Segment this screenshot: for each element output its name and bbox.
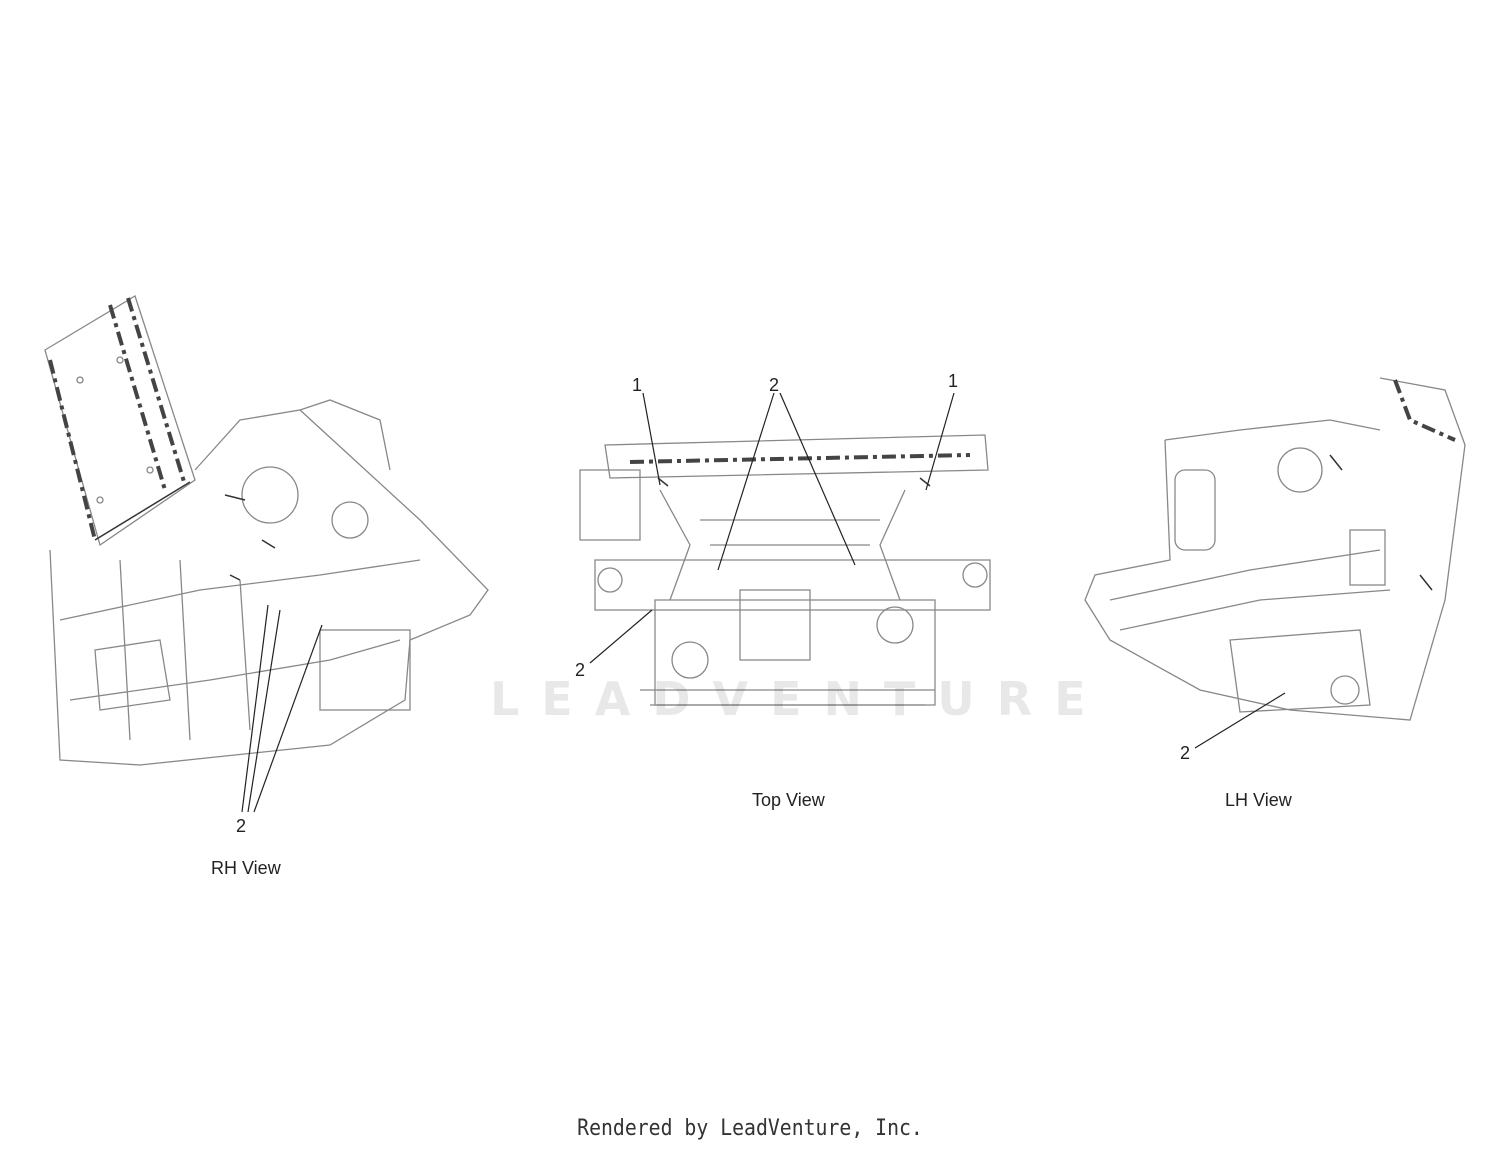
lh-view-title: LH View xyxy=(1225,790,1292,810)
rh-callout-2: 2 xyxy=(236,816,247,836)
top-callout-2-upper: 2 xyxy=(769,375,780,395)
footer-credit: Rendered by LeadVenture, Inc. xyxy=(577,1116,923,1141)
leader-lines xyxy=(241,392,1286,813)
top-callout-2-lower: 2 xyxy=(575,660,586,680)
rh-view-title: RH View xyxy=(211,858,281,878)
top-callout-1-right: 1 xyxy=(948,371,959,391)
lh-view-drawing xyxy=(1084,377,1466,721)
top-callout-1-left: 1 xyxy=(632,375,643,395)
watermark: LEADVENTURE xyxy=(490,672,1108,726)
top-view-drawing xyxy=(579,434,991,706)
lh-callout-2: 2 xyxy=(1180,743,1191,763)
top-view-title: Top View xyxy=(752,790,825,810)
